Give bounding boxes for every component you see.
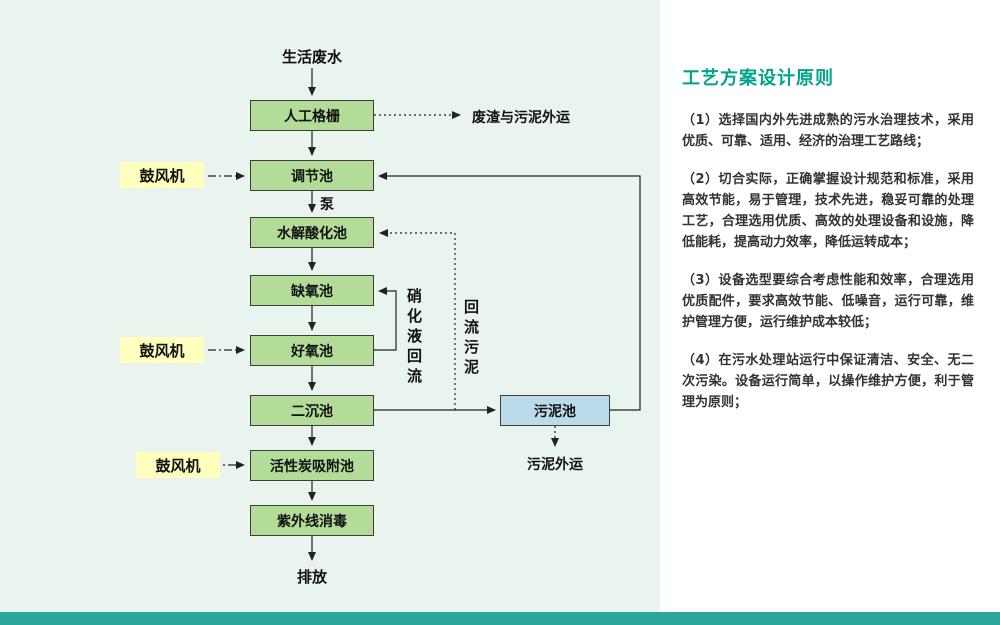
principles-panel: 工艺方案设计原则 （1）选择国内外先进成熟的污水治理技术，采用优质、可靠、适用、… (660, 0, 1000, 612)
principle-2: （2）切合实际，正确掌握设计规范和标准，采用高效节能，易于管理，技术先进，稳妥可… (682, 172, 974, 250)
pump-label: 泵 (320, 197, 334, 213)
waste-out-label: 废渣与污泥外运 (472, 110, 570, 126)
sludge-out-label: 污泥外运 (527, 457, 583, 473)
box-secondary-sedimentation-tank: 二沉池 (250, 395, 374, 426)
flow-connectors (208, 68, 641, 561)
principle-1: （1）选择国内外先进成熟的污水治理技术，采用优质、可靠、适用、经济的治理工艺路线… (682, 113, 974, 149)
panel-title: 工艺方案设计原则 (682, 68, 834, 89)
main-flow-arrows (308, 68, 641, 561)
sludge-return-label: 回流污泥 (462, 299, 480, 379)
footer-bar (0, 612, 1000, 625)
blower-arrows (208, 172, 245, 469)
box-sludge-tank: 污泥池 (500, 395, 610, 426)
source-label: 生活废水 (281, 48, 342, 66)
principle-3: （3）设备选型要综合考虑性能和效率，合理选用优质配件，要求高效节能、低噪音，运行… (682, 273, 974, 330)
box-activated-carbon-tank: 活性炭吸附池 (250, 450, 374, 481)
box-regulating-tank: 调节池 (250, 160, 374, 191)
process-flowchart: 生活废水 人工格栅 废渣与污泥外运 鼓风机 调节池 泵 水解酸化池 缺氧池 鼓风… (0, 0, 660, 612)
dotted-arrows (374, 111, 559, 447)
box-anoxic-tank: 缺氧池 (250, 275, 374, 306)
principle-4: （4）在污水处理站运行中保证清洁、安全、无二次污染。设备运行简单，以操作维护方便… (682, 353, 974, 410)
discharge-label: 排放 (296, 568, 327, 586)
blower-label-2: 鼓风机 (120, 337, 204, 363)
blower-label-1: 鼓风机 (120, 162, 204, 188)
nitrification-return-label: 硝化液回流 (405, 288, 423, 388)
box-manual-grid: 人工格栅 (250, 100, 374, 131)
blower-label-3: 鼓风机 (136, 452, 220, 478)
box-aerobic-tank: 好氧池 (250, 335, 374, 366)
box-uv-disinfection: 紫外线消毒 (250, 505, 374, 536)
box-hydrolysis-tank: 水解酸化池 (250, 217, 374, 248)
